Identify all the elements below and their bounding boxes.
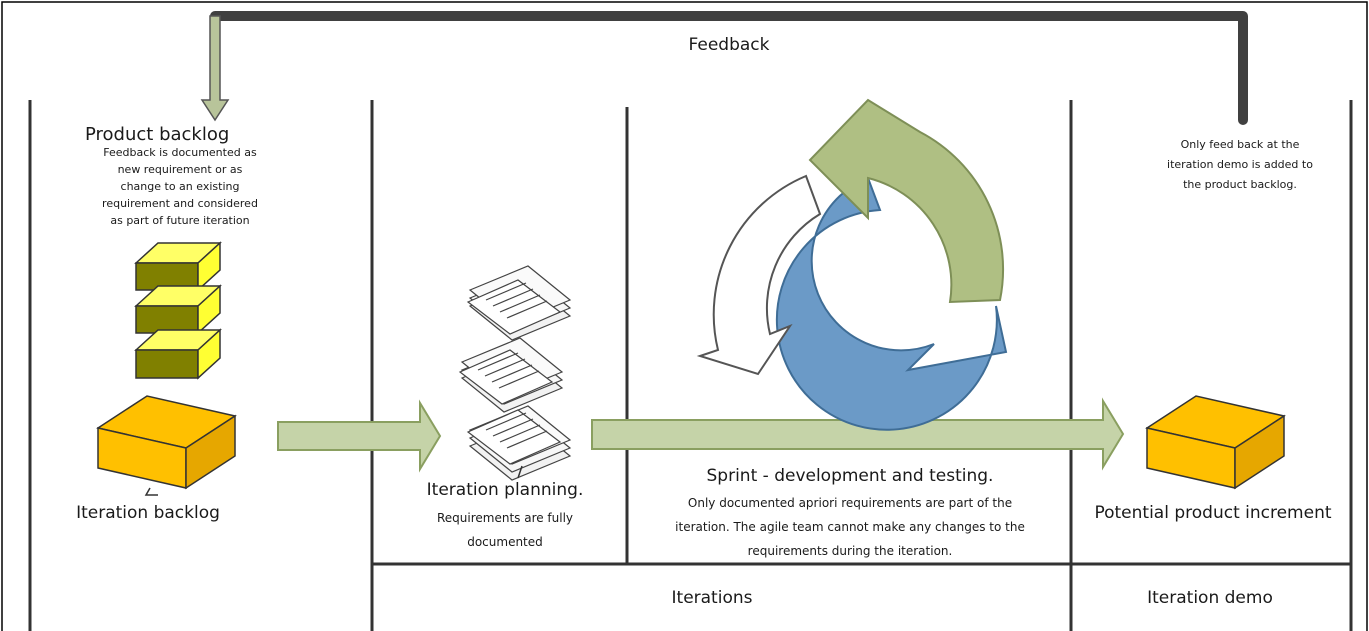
iteration-backlog-title: Iteration backlog xyxy=(76,503,220,523)
flow-arrow-to-increment xyxy=(591,397,1125,471)
documents-stack-2 xyxy=(458,337,564,413)
iteration-planning-description: Requirements are fully documented xyxy=(410,506,600,554)
iteration-backlog-box xyxy=(96,395,237,490)
cycle-arrow-white xyxy=(696,174,822,376)
product-backlog-line-5: as part of future iteration xyxy=(110,214,250,227)
column-dividers xyxy=(28,100,1353,631)
demo-note: Only feed back at the iteration demo is … xyxy=(1140,135,1340,195)
demo-note-line-2: iteration demo is added to xyxy=(1167,158,1313,171)
product-backlog-description: Feedback is documented as new requiremen… xyxy=(80,144,280,229)
iteration-planning-title: Iteration planning. xyxy=(426,480,584,500)
documents-stack-3 xyxy=(466,405,572,481)
backlog-block-1 xyxy=(134,241,222,292)
sprint-desc-line-1: Only documented apriori requirements are… xyxy=(687,496,1013,510)
demo-note-line-1: Only feed back at the xyxy=(1180,138,1300,151)
feedback-loop-bar xyxy=(210,11,1248,125)
backlog-block-3 xyxy=(134,328,222,380)
planning-connector xyxy=(517,465,523,479)
sprint-description: Only documented apriori requirements are… xyxy=(640,491,1060,563)
iterations-label: Iterations xyxy=(671,588,753,608)
product-backlog-line-2: new requirement or as xyxy=(117,163,243,176)
sprint-desc-line-2: iteration. The agile team cannot make an… xyxy=(675,520,1025,534)
cycle-arrows-icon xyxy=(696,98,1008,431)
demo-note-line-3: the product backlog. xyxy=(1183,178,1297,191)
iteration-backlog-connector xyxy=(144,487,158,496)
potential-increment-title: Potential product increment xyxy=(1094,503,1332,523)
product-backlog-line-4: requirement and considered xyxy=(102,197,258,210)
product-backlog-line-1: Feedback is documented as xyxy=(103,146,257,159)
documents-stack-1 xyxy=(466,265,572,341)
planning-desc-line-2: documented xyxy=(467,535,543,549)
flow-arrow-to-planning xyxy=(277,399,442,473)
iteration-demo-label: Iteration demo xyxy=(1147,588,1273,608)
product-backlog-line-3: change to an existing xyxy=(120,180,240,193)
cycle-arrow-green xyxy=(808,98,1005,304)
planning-desc-line-1: Requirements are fully xyxy=(436,511,574,525)
sprint-desc-line-3: requirements during the iteration. xyxy=(747,544,953,558)
product-backlog-title: Product backlog xyxy=(85,124,230,145)
cycle-arrow-blue xyxy=(775,176,1008,431)
feedback-down-arrow xyxy=(200,15,230,122)
backlog-block-2 xyxy=(134,284,222,335)
feedback-label: Feedback xyxy=(688,35,770,55)
sprint-title: Sprint - development and testing. xyxy=(706,466,994,486)
potential-increment-box xyxy=(1145,395,1286,490)
